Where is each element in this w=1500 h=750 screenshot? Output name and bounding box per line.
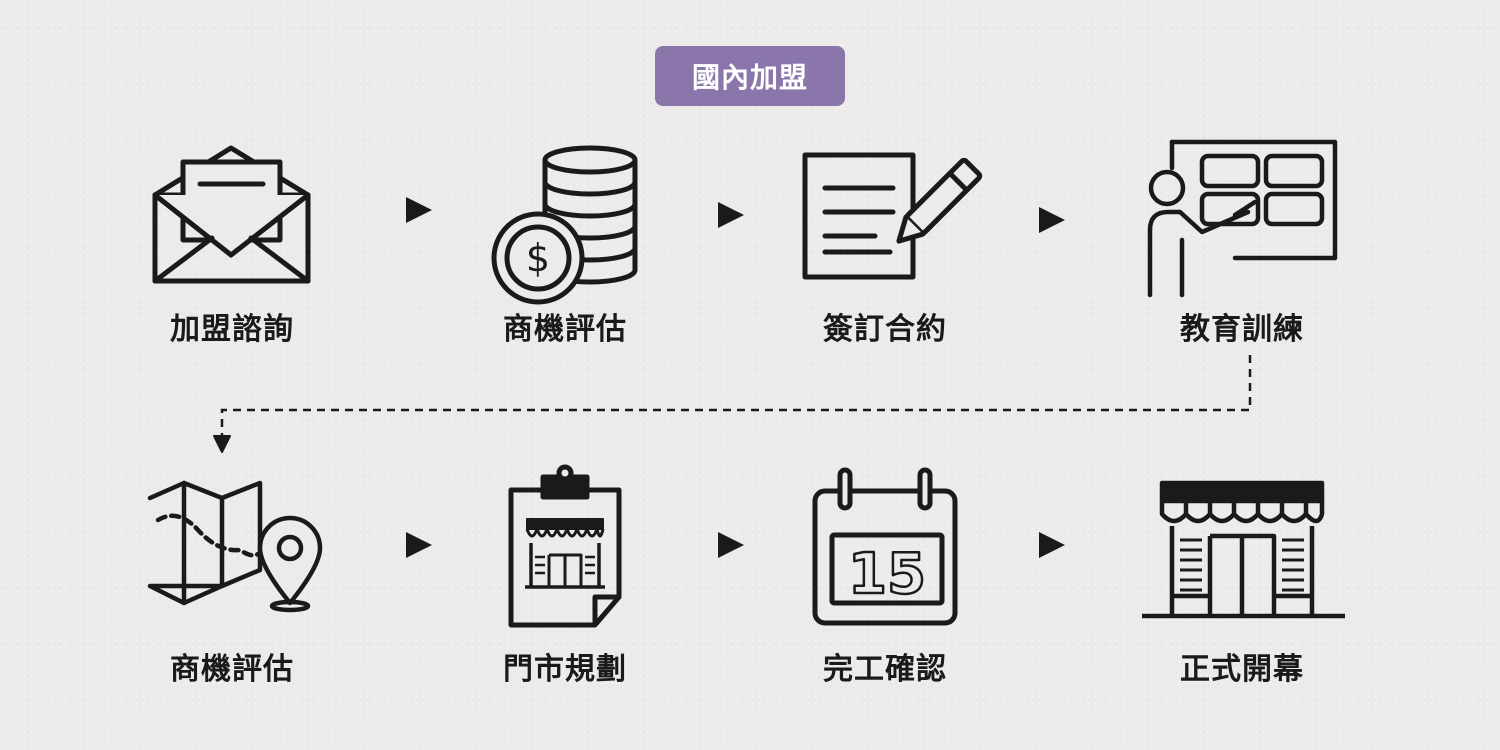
step-label: 商機評估 bbox=[503, 312, 627, 347]
coins-icon: $ bbox=[490, 140, 640, 305]
flow-arrow-icon bbox=[718, 532, 744, 558]
flow-arrow-icon bbox=[1039, 532, 1065, 558]
envelope-icon bbox=[150, 140, 315, 290]
flow-arrow-icon bbox=[406, 532, 432, 558]
step-label: 完工確認 bbox=[823, 652, 947, 687]
step-label: 門市規劃 bbox=[503, 652, 627, 687]
map-pin-icon bbox=[140, 478, 325, 613]
flow-arrow-icon bbox=[718, 202, 744, 228]
step-label: 教育訓練 bbox=[1180, 312, 1304, 347]
step-label: 商機評估 bbox=[170, 652, 294, 687]
calendar-icon: 15 bbox=[810, 465, 960, 630]
step-label: 加盟諮詢 bbox=[170, 312, 294, 347]
step-label: 簽訂合約 bbox=[823, 312, 947, 347]
storefront-icon bbox=[1140, 478, 1350, 623]
training-icon bbox=[1140, 139, 1340, 300]
contract-icon bbox=[800, 150, 983, 285]
flow-arrow-icon bbox=[406, 197, 432, 223]
step-label: 正式開幕 bbox=[1180, 652, 1304, 687]
store-plan-icon bbox=[505, 464, 625, 630]
section-badge: 國內加盟 bbox=[655, 46, 845, 106]
flow-arrow-icon bbox=[1039, 207, 1065, 233]
calendar-number: 15 bbox=[848, 542, 926, 607]
connector-arrowhead-icon bbox=[213, 435, 231, 453]
coin-symbol: $ bbox=[526, 236, 550, 280]
